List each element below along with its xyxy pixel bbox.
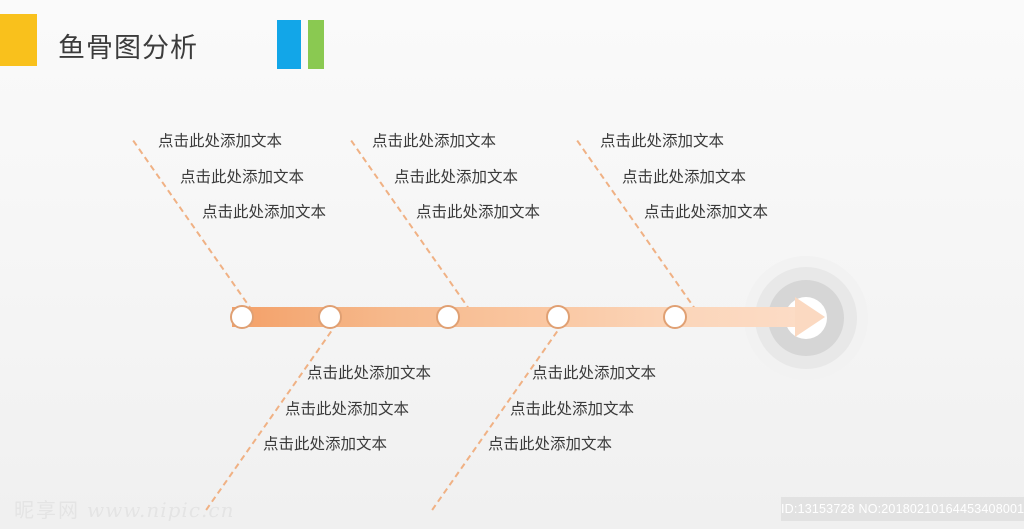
- text-line[interactable]: 点击此处添加文本: [600, 132, 725, 150]
- spine-arrow-head: [795, 297, 825, 337]
- text-group-bottom-2: 点击此处添加文本 点击此处添加文本 点击此处添加文本: [488, 364, 657, 453]
- text-line[interactable]: 点击此处添加文本: [202, 203, 327, 221]
- text-line[interactable]: 点击此处添加文本: [372, 132, 497, 150]
- text-group-top-1: 点击此处添加文本 点击此处添加文本 点击此处添加文本: [158, 132, 327, 221]
- watermark-brand: 昵享网: [14, 498, 80, 522]
- text-line[interactable]: 点击此处添加文本: [416, 203, 541, 221]
- header-bar-blue: [277, 20, 301, 69]
- text-line[interactable]: 点击此处添加文本: [285, 399, 410, 418]
- page-title: 鱼骨图分析: [58, 33, 198, 64]
- text-line[interactable]: 点击此处添加文本: [180, 167, 305, 186]
- watermark-url: www.nipic.cn: [87, 498, 235, 522]
- watermark: 昵享网 www.nipic.cn: [14, 494, 234, 523]
- text-line[interactable]: 点击此处添加文本: [307, 364, 432, 382]
- spine-node-3[interactable]: [436, 305, 460, 329]
- text-line[interactable]: 点击此处添加文本: [263, 435, 388, 453]
- text-group-bottom-1: 点击此处添加文本 点击此处添加文本 点击此处添加文本: [263, 364, 432, 453]
- text-line[interactable]: 点击此处添加文本: [622, 167, 747, 186]
- text-line[interactable]: 点击此处添加文本: [644, 203, 769, 221]
- text-line[interactable]: 点击此处添加文本: [510, 399, 635, 418]
- text-line[interactable]: 点击此处添加文本: [394, 167, 519, 186]
- header-bar-green: [308, 20, 324, 69]
- image-id-badge: ID:13153728 NO:20180210164453408001: [781, 497, 1024, 521]
- spine-node-4[interactable]: [546, 305, 570, 329]
- spine-node-1[interactable]: [230, 305, 254, 329]
- spine-node-5[interactable]: [663, 305, 687, 329]
- text-line[interactable]: 点击此处添加文本: [488, 435, 613, 453]
- text-line[interactable]: 点击此处添加文本: [158, 132, 283, 150]
- fishbone-spine: [232, 307, 802, 327]
- text-group-top-3: 点击此处添加文本 点击此处添加文本 点击此处添加文本: [600, 132, 769, 221]
- spine-node-2[interactable]: [318, 305, 342, 329]
- text-line[interactable]: 点击此处添加文本: [532, 364, 657, 382]
- header-accent-square: [0, 14, 37, 66]
- text-group-top-2: 点击此处添加文本 点击此处添加文本 点击此处添加文本: [372, 132, 541, 221]
